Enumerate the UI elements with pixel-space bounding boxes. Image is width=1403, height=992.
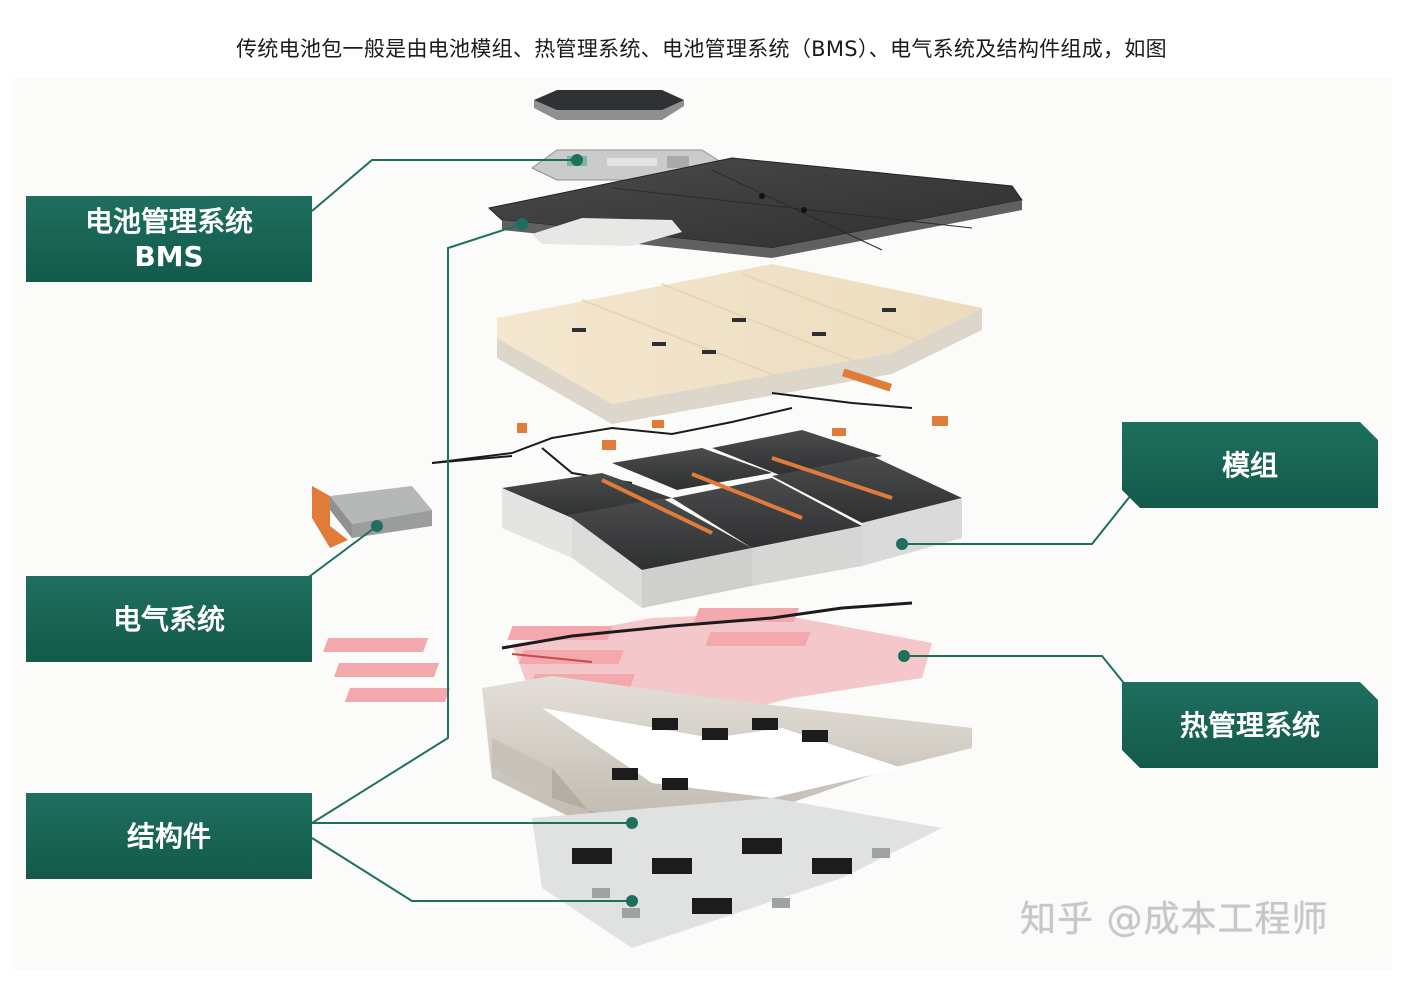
- bottom-plate: [532, 798, 942, 948]
- figure-caption: 传统电池包一般是由电池模组、热管理系统、电池管理系统（BMS）、电气系统及结构件…: [236, 37, 1167, 61]
- battery-pack-exploded-diagram: 电池管理系统 BMS 电气系统 结构件 模组 热管理系统: [12, 78, 1392, 970]
- leader-dots: [371, 154, 910, 907]
- battery-modules: [502, 430, 962, 608]
- label-bms: 电池管理系统 BMS: [26, 196, 312, 282]
- label-module: 模组: [1122, 422, 1378, 508]
- label-thermal-management: 热管理系统: [1122, 682, 1378, 768]
- electrical-box: [312, 455, 513, 548]
- label-bms-line2: BMS: [134, 240, 204, 273]
- label-electrical-system: 电气系统: [26, 576, 312, 662]
- upper-lid: [487, 157, 1023, 258]
- exploded-view-illustration: [271, 90, 1153, 948]
- label-thermal-text: 热管理系统: [1179, 708, 1320, 742]
- insulation-plate: [497, 264, 982, 424]
- label-module-text: 模组: [1221, 448, 1278, 482]
- label-electrical-text: 电气系统: [112, 602, 225, 636]
- label-bms-line1: 电池管理系统: [84, 205, 253, 238]
- battery-tray: [482, 676, 972, 838]
- label-structure: 结构件: [26, 793, 312, 879]
- watermark: 知乎 @成本工程师: [1020, 899, 1329, 940]
- label-structure-text: 结构件: [126, 819, 211, 853]
- bms-cover: [534, 90, 684, 120]
